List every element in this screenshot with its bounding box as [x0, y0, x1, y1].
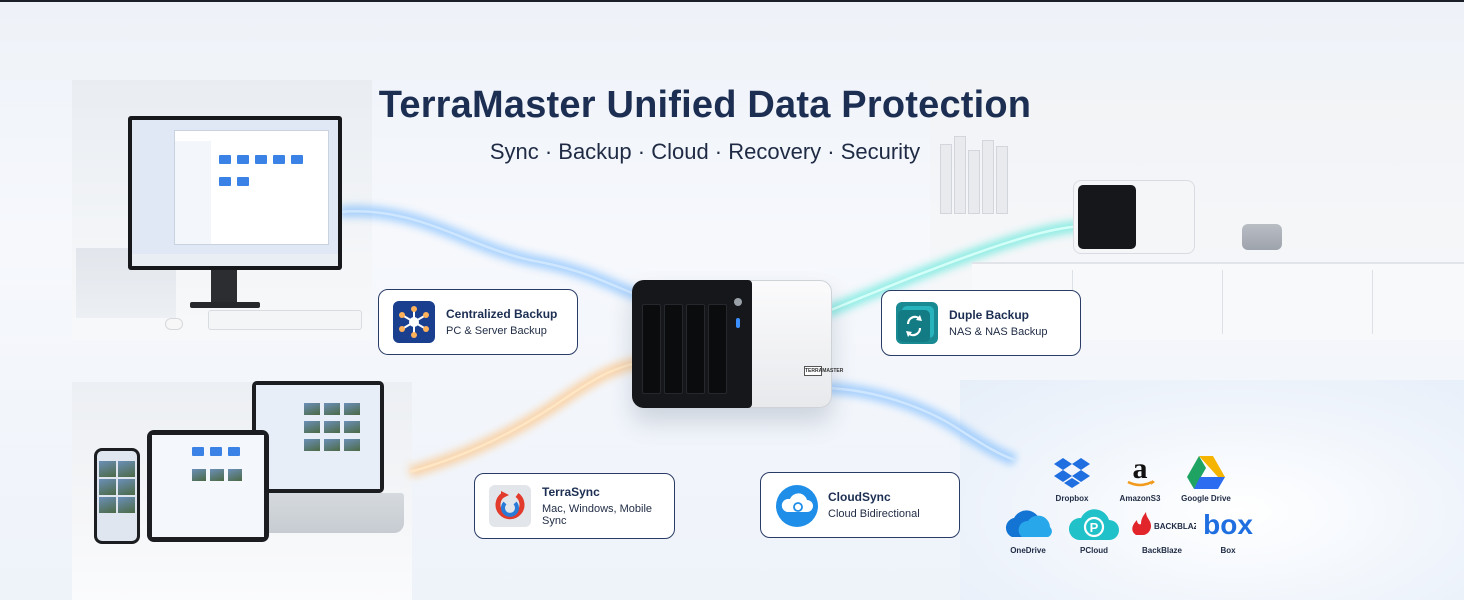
svg-text:a: a — [1133, 454, 1148, 485]
mouse — [165, 318, 183, 330]
service-name: BackBlaze — [1141, 546, 1183, 555]
keyboard — [208, 310, 362, 330]
service-name: AmazonS3 — [1119, 494, 1161, 503]
feature-title: Duple Backup — [949, 308, 1030, 322]
service-google-drive: Google Drive — [1166, 454, 1246, 503]
stream-devices-to-nas — [408, 356, 642, 478]
google-drive-logo-icon — [1166, 454, 1246, 490]
feature-card-duple-backup[interactable]: Duple Backup NAS & NAS Backup — [881, 290, 1081, 356]
service-name: Box — [1220, 546, 1236, 555]
page-title: TerraMaster Unified Data Protection — [378, 84, 1032, 126]
monitor-stand — [211, 270, 237, 304]
service-dropbox: Dropbox — [1032, 454, 1112, 503]
stream-nas-to-cloud — [825, 382, 1018, 466]
box-logo-icon: box — [1188, 506, 1268, 542]
service-name: OneDrive — [1010, 546, 1046, 555]
cloud-sync-icon — [775, 484, 818, 527]
feature-subtitle: Mac, Windows, Mobile Sync — [542, 503, 653, 527]
feature-card-cloudsync[interactable]: CloudSync Cloud Bidirectional — [760, 472, 960, 538]
tablet — [147, 430, 269, 542]
stream-desk-to-nas — [339, 205, 643, 302]
page-subtitle: Sync · Backup · Cloud · Recovery · Secur… — [489, 139, 921, 164]
feature-subtitle: Cloud Bidirectional — [828, 508, 920, 520]
service-pcloud: P PCloud — [1054, 506, 1134, 555]
service-name: PCloud — [1080, 546, 1108, 555]
feature-subtitle: NAS & NAS Backup — [949, 326, 1048, 338]
pcloud-logo-icon: P — [1054, 506, 1134, 542]
monitor-base — [190, 302, 260, 308]
nas-badge: TERRAMASTER — [804, 366, 843, 376]
onedrive-logo-icon — [988, 506, 1068, 542]
network-hub-icon — [393, 301, 435, 343]
backblaze-logo-icon: BACKBLAZE — [1122, 506, 1202, 542]
dropbox-logo-icon — [1032, 454, 1112, 490]
svg-text:P: P — [1090, 520, 1099, 535]
feature-title: Centralized Backup — [446, 307, 558, 321]
sync-arrows-icon — [896, 302, 938, 344]
central-nas-device: TERRAMASTER — [632, 280, 843, 408]
bookshelf — [940, 130, 1060, 214]
laptop-base — [244, 493, 404, 533]
service-amazons3: a AmazonS3 — [1100, 454, 1180, 503]
amazon-logo-icon: a — [1100, 454, 1180, 490]
feature-title: TerraSync — [542, 485, 600, 499]
service-box: box Box — [1188, 506, 1268, 555]
laptop — [252, 381, 384, 493]
svg-text:BACKBLAZE: BACKBLAZE — [1154, 522, 1196, 531]
smartphone — [94, 448, 140, 544]
feature-card-terrasync[interactable]: TerraSync Mac, Windows, Mobile Sync — [474, 473, 675, 539]
feature-subtitle: PC & Server Backup — [446, 325, 547, 337]
feature-title: CloudSync — [828, 490, 891, 504]
terrasync-logo-icon — [489, 485, 531, 527]
svg-text:box: box — [1203, 509, 1253, 539]
service-onedrive: OneDrive — [988, 506, 1068, 555]
desktop-monitor — [128, 116, 342, 270]
file-explorer-window — [174, 130, 329, 245]
service-backblaze: BACKBLAZE BackBlaze — [1122, 506, 1202, 555]
cloud-scene — [960, 380, 1464, 600]
stream-nas-to-room — [823, 220, 1081, 318]
service-name: Dropbox — [1055, 494, 1089, 503]
secondary-nas — [1073, 180, 1195, 254]
feature-card-centralized-backup[interactable]: Centralized Backup PC & Server Backup — [378, 289, 578, 355]
top-border — [0, 0, 1464, 2]
smart-speaker — [1242, 224, 1282, 250]
service-name: Google Drive — [1181, 494, 1231, 503]
